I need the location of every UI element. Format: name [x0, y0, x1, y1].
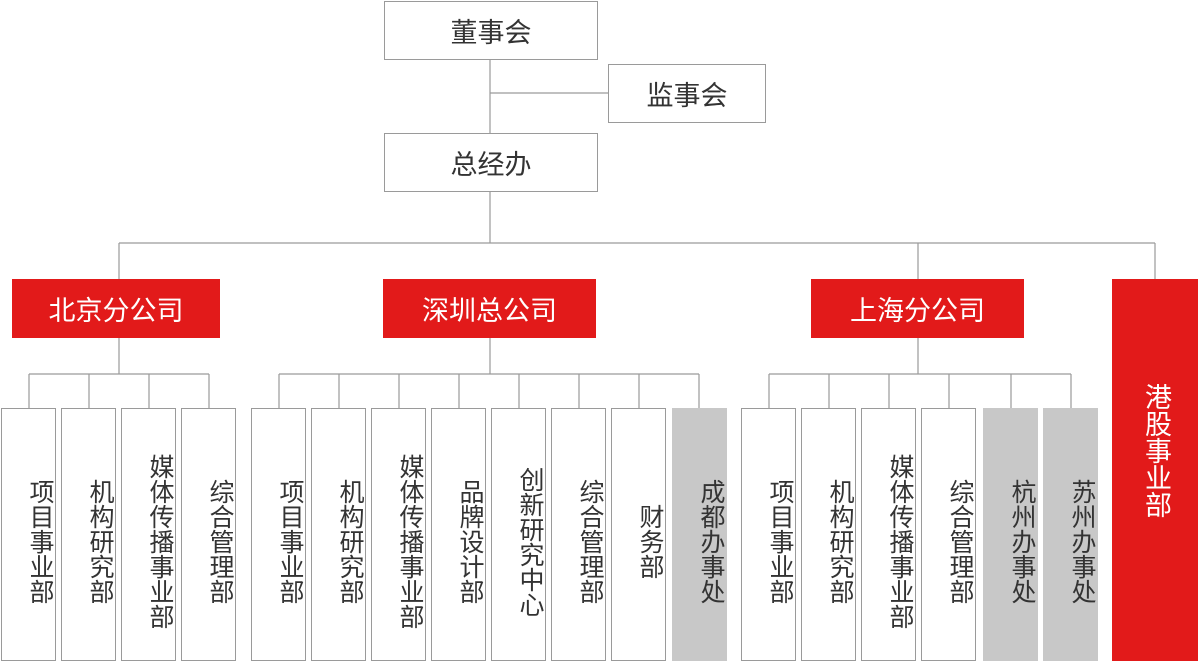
beijing-dept-research: 机构研究部 [61, 408, 116, 661]
shanghai-dept-project: 项目事业部 [741, 408, 796, 661]
connector-shanghai-drops [768, 374, 1072, 408]
chengdu-office: 成都办事处 [672, 408, 727, 661]
connector-shenzhen-drops [278, 374, 700, 408]
shenzhen-dept-admin: 综合管理部 [551, 408, 606, 661]
beijing-dept-media: 媒体传播事业部 [121, 408, 176, 661]
hangzhou-office: 杭州办事处 [983, 408, 1038, 661]
shenzhen-dept-finance: 财务部 [611, 408, 666, 661]
shanghai-dept-media: 媒体传播事业部 [861, 408, 916, 661]
board-box: 董事会 [384, 1, 598, 60]
beijing-dept-admin: 综合管理部 [181, 408, 236, 661]
shenzhen-dept-media: 媒体传播事业部 [371, 408, 426, 661]
hk-division-box: 港股事业部 [1112, 279, 1198, 661]
supervisory-board-box: 监事会 [608, 64, 766, 123]
shanghai-dept-admin: 综合管理部 [921, 408, 976, 661]
shenzhen-dept-project: 项目事业部 [251, 408, 306, 661]
shanghai-branch-box: 上海分公司 [811, 279, 1024, 338]
shenzhen-head-box: 深圳总公司 [383, 279, 596, 338]
shanghai-dept-research: 机构研究部 [801, 408, 856, 661]
beijing-branch-box: 北京分公司 [12, 279, 220, 338]
beijing-dept-project: 项目事业部 [1, 408, 56, 661]
shenzhen-dept-innovation: 创新研究中心 [491, 408, 546, 661]
shenzhen-dept-research: 机构研究部 [311, 408, 366, 661]
shenzhen-dept-brand: 品牌设计部 [431, 408, 486, 661]
suzhou-office: 苏州办事处 [1043, 408, 1098, 661]
general-office-box: 总经办 [384, 133, 598, 192]
connector-beijing-drops [28, 374, 210, 408]
